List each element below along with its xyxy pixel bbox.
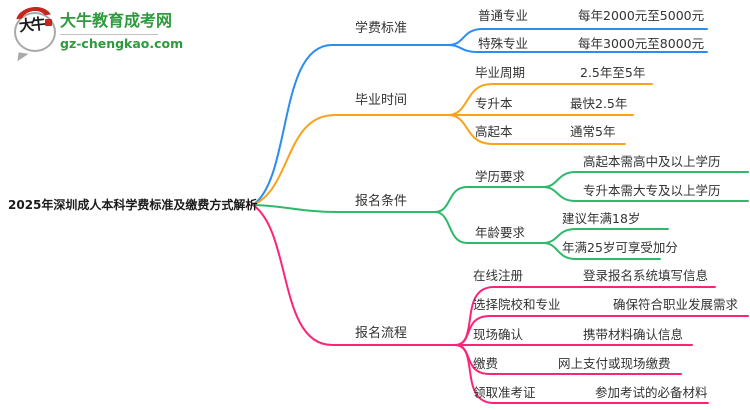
branch-lines-tuition-standard (252, 28, 708, 206)
node-label-ordinary-major: 普通专业 (478, 8, 529, 23)
node-value-education-requirement-1: 高起本需高中及以上学历 (583, 154, 721, 169)
branch-label-enrollment-process: 报名流程 (355, 326, 408, 341)
site-logo: 大牛 大牛教育成考网 gz-chengkao.com (12, 7, 212, 63)
node-label-graduation-cycle: 毕业周期 (475, 65, 526, 80)
node-value-special-major-fee: 每年3000元至8000元 (578, 36, 705, 51)
node-value-education-requirement-2: 专升本需大专及以上学历 (583, 183, 721, 198)
node-value-online-registration: 登录报名系统填写信息 (583, 268, 709, 283)
node-label-special-major: 特殊专业 (478, 36, 529, 51)
node-label-highschool-to-bachelor: 高起本 (475, 124, 513, 139)
node-label-online-registration: 在线注册 (473, 268, 524, 283)
node-value-highschool-to-bachelor: 通常5年 (570, 124, 616, 139)
site-domain: gz-chengkao.com (60, 36, 184, 51)
site-name: 大牛教育成考网 (60, 11, 173, 30)
branch-label-enrollment-conditions: 报名条件 (355, 194, 408, 209)
branch-lines-enrollment-process (252, 204, 749, 404)
node-label-admission-ticket: 领取准考证 (473, 385, 536, 400)
node-value-school-major-selection: 确保符合职业发展需求 (613, 297, 739, 312)
central-topic: 2025年深圳成人本科学费标准及缴费方式解析 (8, 198, 258, 212)
logo-badge-text: 大牛 (18, 14, 44, 36)
node-label-education-requirement: 学历要求 (475, 169, 526, 184)
node-value-ordinary-major-fee: 每年2000元至5000元 (578, 8, 705, 23)
branch-label-graduation-time: 毕业时间 (355, 93, 408, 108)
node-value-college-to-bachelor: 最快2.5年 (570, 96, 628, 111)
node-value-graduation-cycle: 2.5年至5年 (580, 65, 646, 80)
logo-divider (60, 34, 158, 35)
node-value-age-requirement-1: 建议年满18岁 (562, 211, 641, 226)
node-value-age-requirement-2: 年满25岁可享受加分 (562, 240, 678, 255)
logo-bubble-tail (17, 52, 29, 63)
node-label-onsite-confirmation: 现场确认 (473, 327, 524, 342)
node-label-payment: 缴费 (473, 356, 499, 371)
node-value-payment: 网上支付或现场缴费 (558, 356, 671, 371)
branch-lines-enrollment-conditions (252, 171, 749, 260)
node-label-school-major-selection: 选择院校和专业 (473, 297, 561, 312)
node-value-admission-ticket: 参加考试的必备材料 (595, 385, 708, 400)
node-label-college-to-bachelor: 专升本 (475, 96, 513, 111)
branch-label-tuition-standard: 学费标准 (355, 21, 408, 36)
branch-lines-graduation-time (252, 83, 653, 206)
node-label-age-requirement: 年龄要求 (475, 225, 526, 240)
node-value-onsite-confirmation: 携带材料确认信息 (583, 327, 684, 342)
logo-seal-icon (45, 19, 52, 26)
